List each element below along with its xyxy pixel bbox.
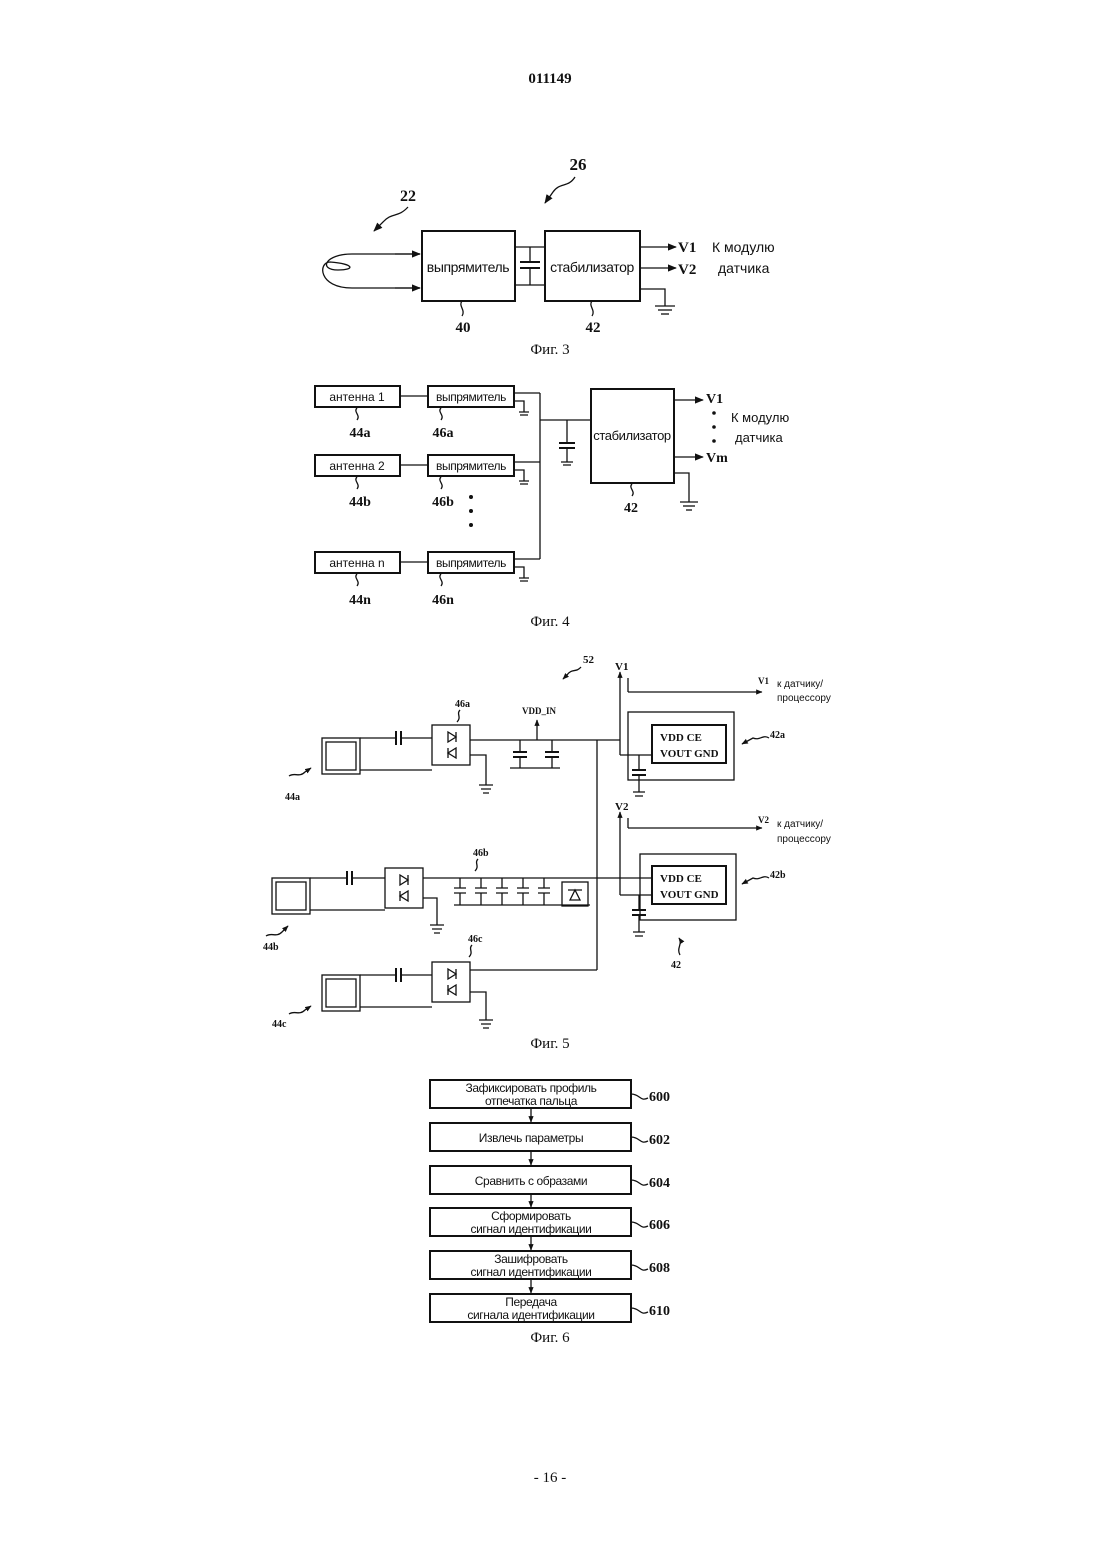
stabilizer-label: стабилизатор: [593, 428, 671, 443]
to-sensor-line1-a: к датчику/: [777, 679, 823, 690]
bridge-46a: [432, 725, 470, 765]
bridge-46b: [385, 868, 423, 908]
figure-5-caption: Фиг. 5: [530, 1036, 569, 1052]
step-608-line2: сигнал идентификации: [471, 1265, 592, 1279]
step-608-ref: 608: [649, 1261, 670, 1276]
figure-6: Зафиксировать профиль отпечатка пальца 6…: [430, 1080, 670, 1346]
step-610-line1: Передача: [505, 1295, 557, 1309]
to-module-line2: датчика: [735, 430, 783, 445]
rectifier-2-label: выпрямитель: [436, 459, 506, 473]
ref-42a: 42a: [770, 730, 785, 741]
stabilizer-label: стабилизатор: [550, 259, 634, 275]
ref-44b: 44b: [349, 495, 371, 510]
ref-42: 42: [586, 320, 601, 336]
reg-42b-top: VDD CE: [660, 873, 702, 885]
reg-42a-top: VDD CE: [660, 732, 702, 744]
v1-output: V1: [706, 392, 723, 407]
ref-46c: 46c: [468, 934, 483, 945]
antenna-2-label: антенна 2: [329, 459, 385, 473]
ref-46n: 46n: [432, 593, 454, 608]
ref-26: 26: [570, 155, 587, 174]
v2-label: V2: [615, 801, 629, 813]
ref-42: 42: [624, 501, 638, 516]
figure-5: 52 46a VDD_IN 44a V1: [263, 654, 831, 1052]
ref-22: 22: [400, 188, 416, 205]
to-module-line1: К модулю: [712, 239, 775, 255]
rectifier-label: выпрямитель: [427, 259, 509, 275]
rectifier-1-label: выпрямитель: [436, 390, 506, 404]
step-606-ref: 606: [649, 1218, 670, 1233]
ref-42b: 42b: [770, 870, 786, 881]
ref-44c: 44c: [272, 1019, 287, 1030]
ref-46b: 46b: [473, 848, 489, 859]
step-606-line1: Сформировать: [491, 1209, 571, 1223]
ref-44a: 44a: [285, 792, 300, 803]
coil-antenna: [323, 254, 420, 288]
document-number: 011149: [528, 71, 571, 87]
v2-to-sensor-label: V2: [758, 815, 769, 825]
step-600-ref: 600: [649, 1090, 670, 1105]
step-602-ref: 602: [649, 1133, 670, 1148]
antenna-44b-coil: [272, 878, 310, 914]
zener-block: [562, 882, 588, 906]
ref-46a: 46a: [433, 426, 454, 441]
figure-3-caption: Фиг. 3: [530, 342, 569, 358]
figure-6-caption: Фиг. 6: [530, 1330, 570, 1346]
figure-4-caption: Фиг. 4: [530, 614, 570, 630]
antenna-n-label: антенна n: [329, 556, 384, 570]
ref-46b: 46b: [432, 495, 454, 510]
v1-to-sensor-label: V1: [758, 676, 769, 686]
antenna-44c-coil: [322, 975, 360, 1011]
step-604-line1: Сравнить с образами: [475, 1174, 587, 1188]
reg-42b-bottom: VOUT GND: [660, 889, 719, 901]
vdd-in-label: VDD_IN: [522, 706, 557, 716]
figure-3: 22 выпрямитель 26 стабилизатор V1 V2 К м…: [323, 155, 775, 358]
step-608-line1: Зашифровать: [494, 1252, 568, 1266]
step-600-line2: отпечатка пальца: [485, 1094, 578, 1108]
step-610-ref: 610: [649, 1304, 670, 1319]
step-606-line2: сигнал идентификации: [471, 1222, 592, 1236]
step-604-ref: 604: [649, 1176, 670, 1191]
bridge-46c: [432, 962, 470, 1002]
to-module-line1: К модулю: [731, 410, 789, 425]
figure-4: антенна 1 антенна 2 антенна n 44a 44b 44…: [315, 386, 789, 630]
v2-output: V2: [678, 262, 696, 278]
to-module-line2: датчика: [718, 260, 770, 276]
reg-42a-bottom: VOUT GND: [660, 748, 719, 760]
rectifier-n-label: выпрямитель: [436, 556, 506, 570]
ref-44n: 44n: [349, 593, 371, 608]
ref-52: 52: [583, 654, 595, 666]
page-number: - 16 -: [534, 1470, 567, 1486]
antenna-1-label: антенна 1: [329, 390, 385, 404]
to-sensor-line2-a: процессору: [777, 693, 831, 704]
step-602-line1: Извлечь параметры: [479, 1131, 583, 1145]
to-sensor-line2-b: процессору: [777, 834, 831, 845]
step-600-line1: Зафиксировать профиль: [466, 1081, 597, 1095]
to-sensor-line1-b: к датчику/: [777, 819, 823, 830]
ref-42: 42: [671, 960, 681, 971]
antenna-44a-coil: [322, 738, 360, 774]
vm-output: Vm: [706, 451, 728, 466]
ref-44a: 44a: [350, 426, 371, 441]
ref-40: 40: [456, 320, 471, 336]
step-610-line2: сигнала идентификации: [467, 1308, 594, 1322]
ref-44b: 44b: [263, 942, 279, 953]
v1-output: V1: [678, 240, 696, 256]
ref-46a: 46a: [455, 699, 470, 710]
v1-label: V1: [615, 661, 628, 673]
